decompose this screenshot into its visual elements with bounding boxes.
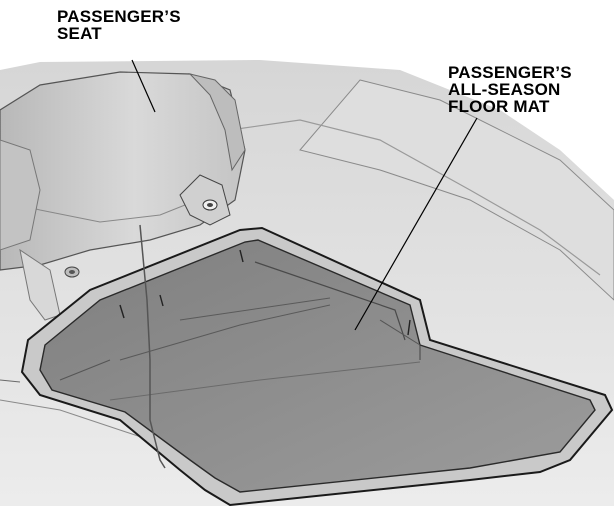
all-season-floor-mat [20, 226, 614, 506]
mat-callout-line-1: PASSENGER’S [448, 63, 572, 82]
seat-callout-line-1: PASSENGER’S [57, 7, 181, 26]
seat-callout-line-2: SEAT [57, 24, 102, 43]
seat-cable-line [139, 224, 166, 469]
mat-callout-line-2: ALL-SEASON [448, 80, 561, 99]
mat-callout-line-3: FLOOR MAT [448, 97, 550, 116]
passenger-seat [0, 71, 246, 321]
mat-leader-line [354, 117, 478, 331]
seat-leader-line [131, 59, 156, 113]
leader-lines [131, 59, 478, 469]
floor-mat-callout: PASSENGER’S ALL-SEASON FLOOR MAT [448, 64, 572, 115]
passenger-seat-callout: PASSENGER’S SEAT [57, 8, 181, 42]
